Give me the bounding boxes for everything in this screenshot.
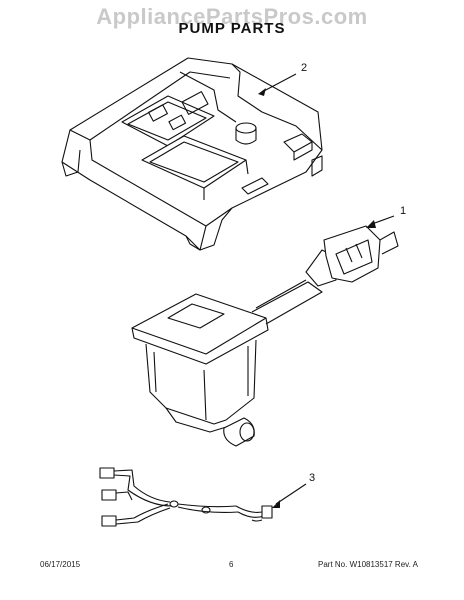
footer-page-number: 6	[229, 560, 234, 569]
part-1-pump-assembly	[131, 225, 399, 447]
page-title: PUMP PARTS	[178, 20, 286, 37]
part-3-wire-harness	[99, 467, 273, 527]
callout-2: 2	[301, 62, 308, 74]
watermark: AppliancePartsPros.com	[96, 4, 368, 29]
callout-3: 3	[309, 472, 316, 484]
part-2-pump-housing-tray	[61, 57, 323, 251]
callout-1: 1	[400, 205, 407, 217]
footer-date: 06/17/2015	[40, 560, 81, 569]
footer-part-number: Part No. W10813517 Rev. A	[318, 560, 418, 569]
leader-line-2	[261, 73, 297, 93]
leader-line-3	[275, 483, 307, 505]
leader-line-1	[371, 215, 395, 225]
